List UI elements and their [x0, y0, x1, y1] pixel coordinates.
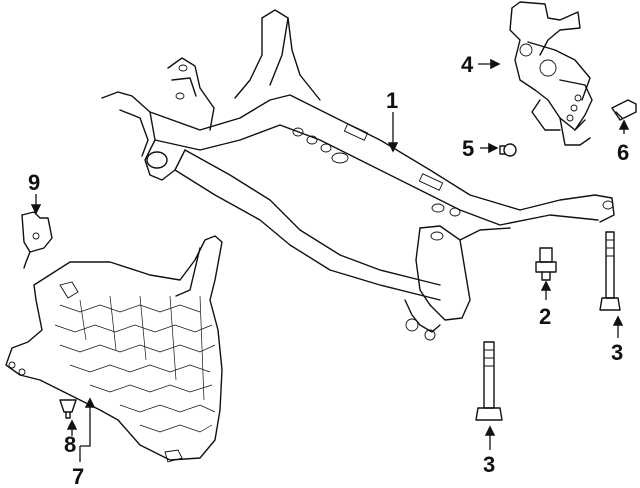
callout-8: 8	[64, 432, 76, 457]
callout-3-center: 3	[483, 452, 495, 477]
bracket-part-4	[509, 1, 593, 146]
callout-labels: 1 2 3 3 4 5 6 7 8 9	[28, 52, 629, 488]
leader-lines	[30, 58, 630, 462]
callout-4: 4	[461, 52, 474, 77]
callout-9: 9	[28, 170, 40, 195]
long-bolt-center	[475, 341, 503, 421]
bolt-part-5	[499, 143, 517, 157]
callout-5: 5	[462, 136, 474, 161]
clip-part-8	[59, 399, 77, 419]
callout-1: 1	[386, 88, 398, 113]
bracket-part-9	[21, 211, 53, 269]
subframe-crossmember	[101, 9, 615, 341]
underbody-shield	[5, 235, 223, 463]
stud-part-2	[535, 247, 557, 281]
callout-6: 6	[617, 140, 629, 165]
long-bolt-right	[599, 231, 621, 311]
callout-2: 2	[539, 304, 551, 329]
callout-7: 7	[72, 464, 84, 488]
bolt-part-6	[611, 99, 637, 121]
callout-3-right: 3	[611, 340, 623, 365]
